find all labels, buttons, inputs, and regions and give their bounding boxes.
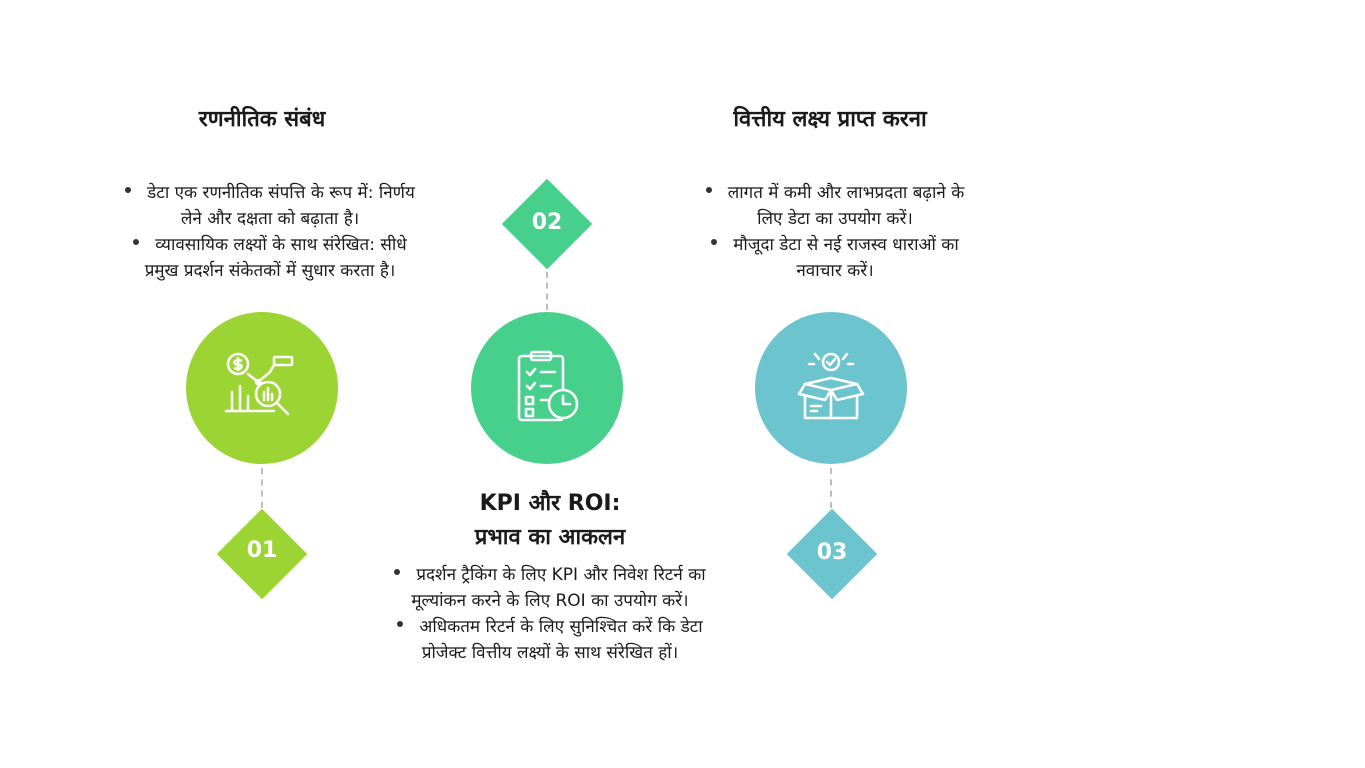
list-item: प्रदर्शन ट्रैकिंग के लिए KPI और निवेश रि…	[332, 562, 768, 614]
bullet-icon	[397, 621, 404, 627]
step-2-circle	[471, 312, 623, 464]
step-1-title: रणनीतिक संबंध	[198, 107, 326, 132]
open-box-check-icon	[797, 352, 865, 420]
list-item: व्यावसायिक लक्ष्यों के साथ संरेखित: सीधे…	[60, 232, 480, 284]
bullet-icon	[394, 569, 401, 575]
bullet-icon	[711, 239, 718, 245]
step-3-number: 03	[816, 540, 848, 565]
step-2-bullets: प्रदर्शन ट्रैकिंग के लिए KPI और निवेश रि…	[332, 562, 768, 666]
list-item: लागत में कमी और लाभप्रदता बढ़ाने के लिए …	[640, 180, 1030, 232]
list-item: मौजूदा डेटा से नई राजस्व धाराओं का नवाचा…	[640, 232, 1030, 284]
list-item: अधिकतम रिटर्न के लिए सुनिश्चित करें कि ड…	[332, 614, 768, 666]
step-2-number: 02	[531, 210, 563, 235]
step-1-number: 01	[246, 538, 278, 563]
step-3-bullets: लागत में कमी और लाभप्रदता बढ़ाने के लिए …	[640, 180, 1030, 284]
checklist-clock-icon	[517, 350, 579, 422]
step-1-circle	[186, 312, 338, 464]
step-1-bullets: डेटा एक रणनीतिक संपत्ति के रूप में: निर्…	[60, 180, 480, 284]
financial-analytics-icon	[224, 352, 294, 416]
connector-line	[546, 272, 548, 310]
step-3-title: वित्तीय लक्ष्य प्राप्त करना	[733, 107, 927, 132]
connector-line	[830, 468, 832, 508]
connector-line	[261, 468, 263, 508]
step-2-title: KPI और ROI: प्रभाव का आकलन	[474, 491, 626, 550]
bullet-icon	[705, 187, 712, 193]
bullet-icon	[125, 187, 132, 193]
step-3-circle	[755, 312, 907, 464]
bullet-icon	[133, 239, 140, 245]
list-item: डेटा एक रणनीतिक संपत्ति के रूप में: निर्…	[60, 180, 480, 232]
